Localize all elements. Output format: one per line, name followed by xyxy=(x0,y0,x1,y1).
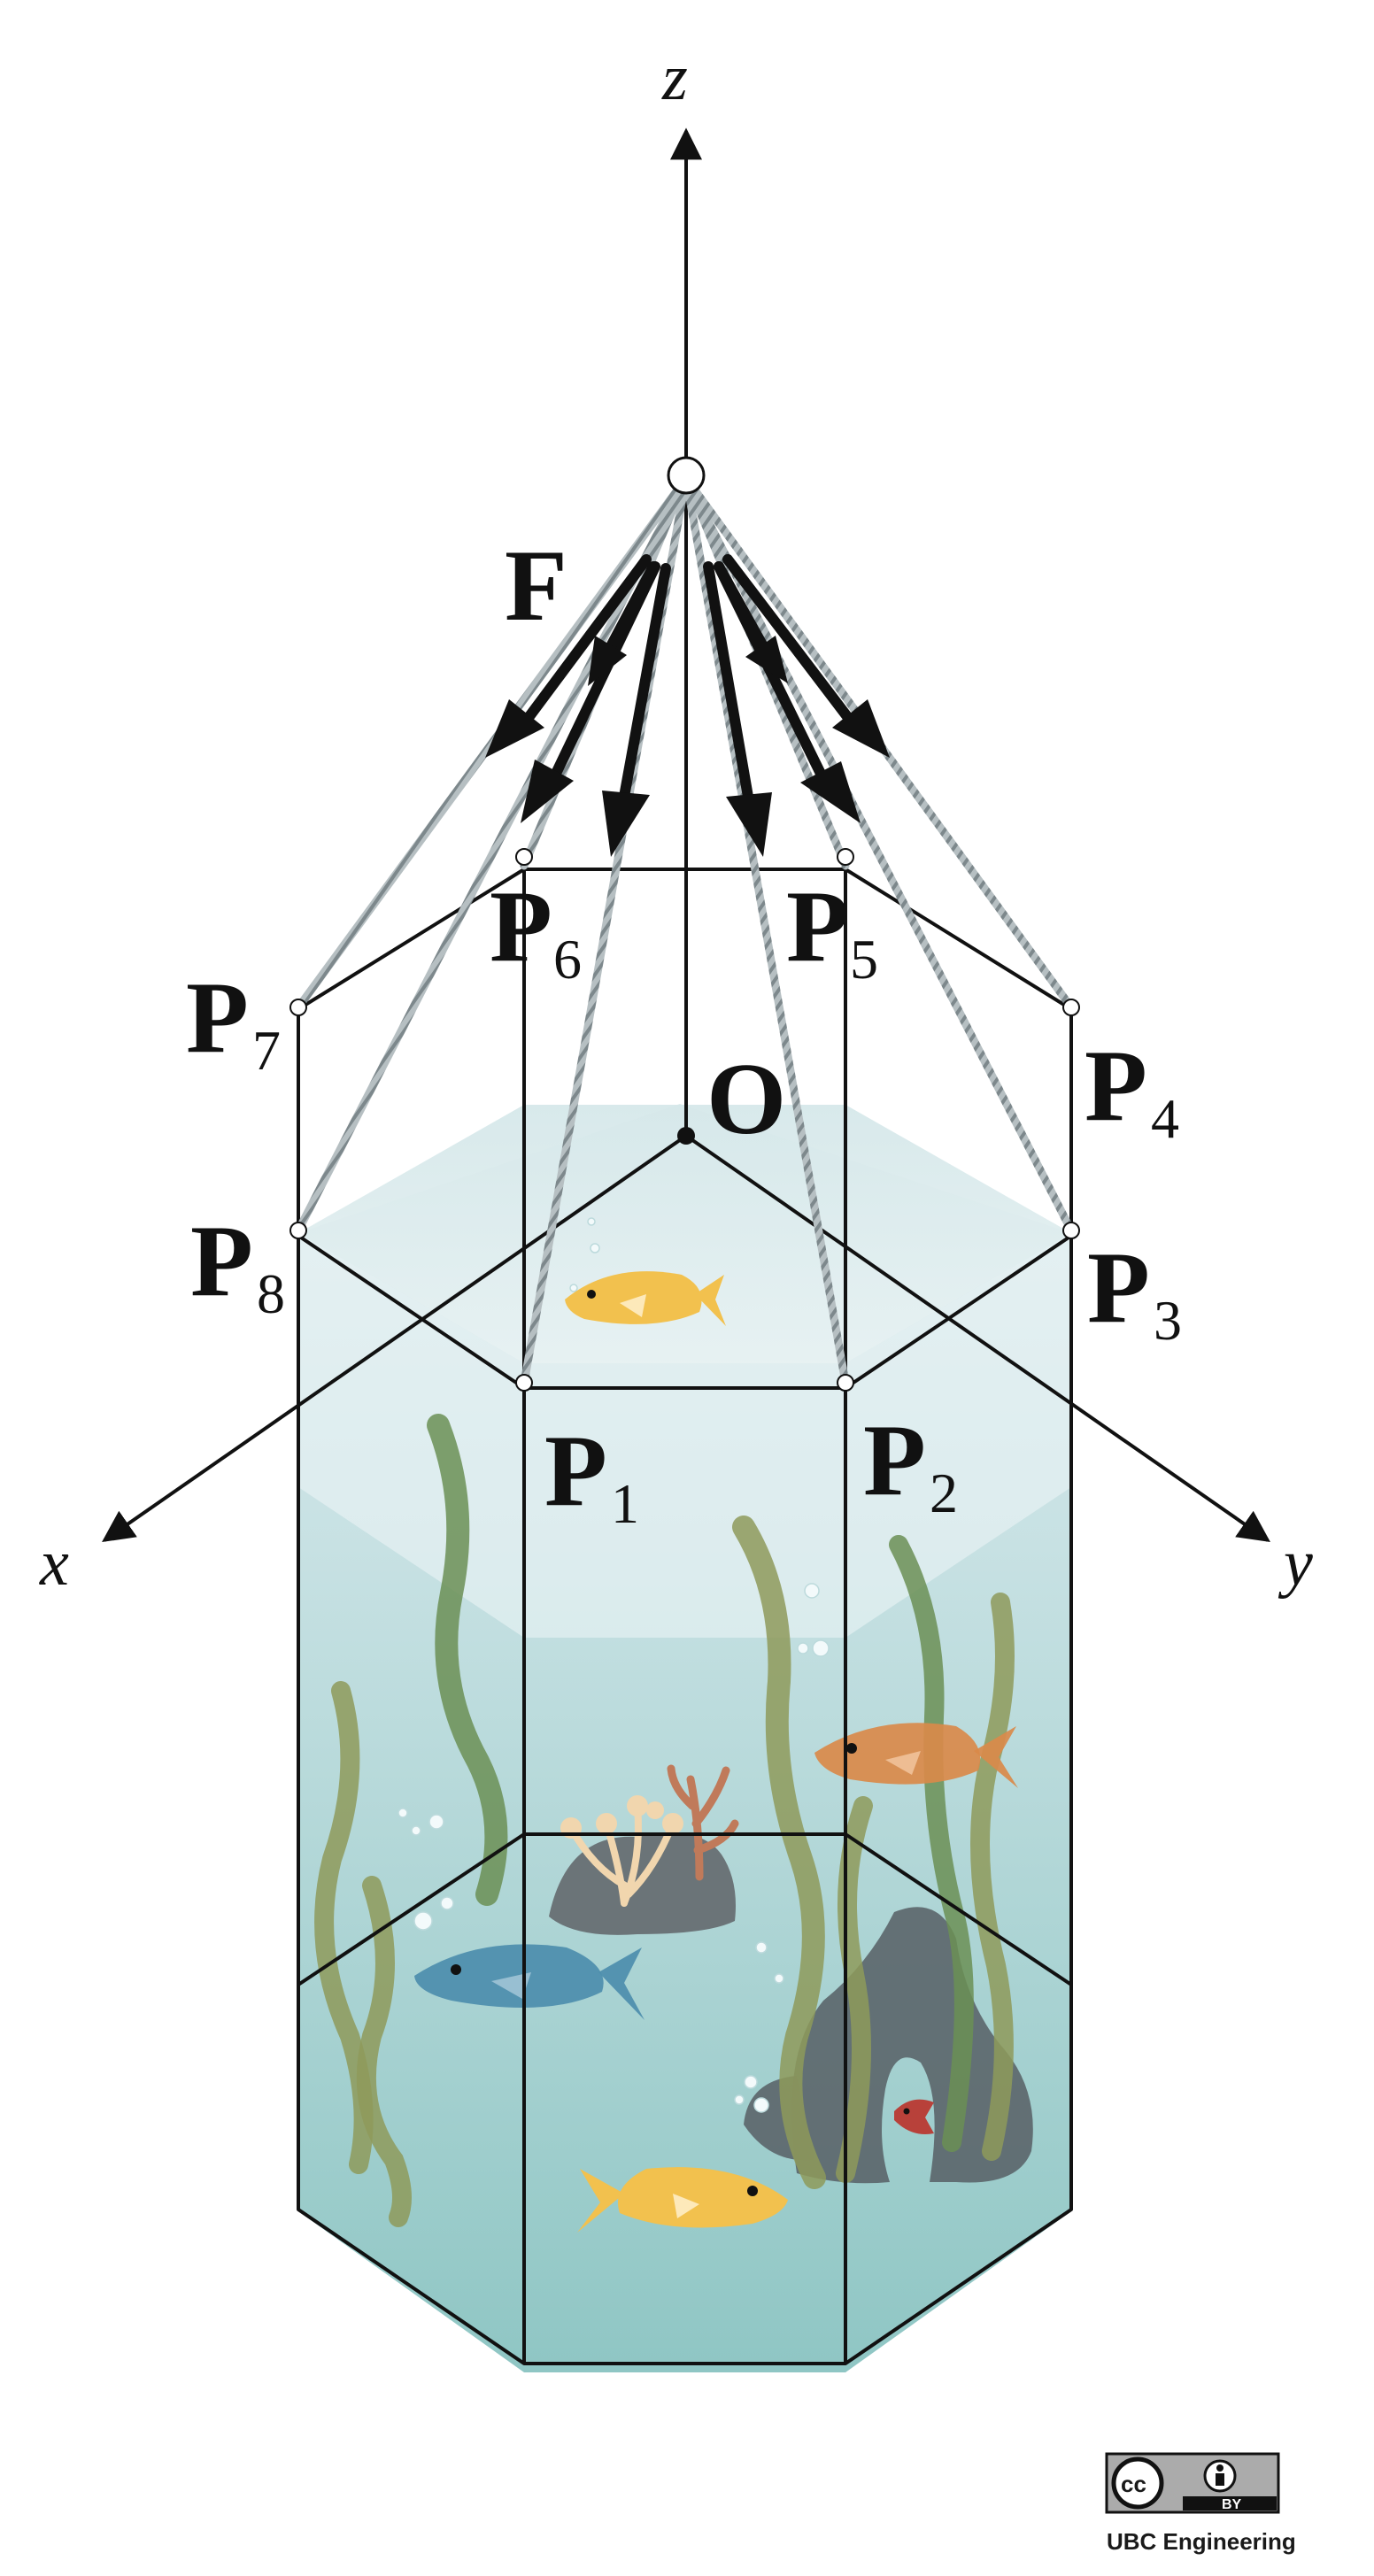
cc-icon xyxy=(1111,2456,1164,2510)
water-upper-band xyxy=(298,1233,1071,1638)
svg-text:P: P xyxy=(190,1205,253,1318)
origin-label: O xyxy=(706,1043,786,1156)
fish-yellow-top xyxy=(565,1271,726,1326)
svg-text:4: 4 xyxy=(1151,1087,1179,1150)
prism-edges xyxy=(297,868,1073,2365)
svg-text:P: P xyxy=(186,961,249,1075)
svg-text:P: P xyxy=(490,870,552,983)
svg-text:1: 1 xyxy=(611,1472,639,1535)
force-arrows xyxy=(517,554,860,802)
x-axis xyxy=(102,1134,688,1543)
svg-text:P: P xyxy=(1087,1231,1150,1345)
x-axis-label: x xyxy=(39,1527,69,1600)
aquarium-decor xyxy=(314,1217,1033,2233)
svg-text:3: 3 xyxy=(1154,1289,1182,1352)
axes xyxy=(102,127,1270,1543)
origin-point xyxy=(677,1127,695,1145)
bubbles xyxy=(398,1217,830,2113)
svg-text:6: 6 xyxy=(553,928,582,991)
z-axis-label: z xyxy=(661,42,688,114)
anchor-rings xyxy=(289,848,1080,1392)
svg-text:2: 2 xyxy=(930,1462,958,1524)
point-label-p6: P 6 xyxy=(490,870,582,991)
svg-text:O: O xyxy=(706,1043,786,1156)
point-label-p5: P 5 xyxy=(786,870,878,991)
fish-yellow-bottom xyxy=(577,2167,788,2233)
point-label-p1: P 1 xyxy=(544,1415,639,1535)
point-label-p8: P 8 xyxy=(190,1205,285,1325)
fish-blue xyxy=(414,1944,645,2020)
svg-text:5: 5 xyxy=(850,928,878,991)
point-label-p3: P 3 xyxy=(1087,1231,1182,1352)
svg-text:P: P xyxy=(1085,1030,1147,1143)
coral-red xyxy=(667,1764,739,1881)
y-axis xyxy=(684,1134,1270,1543)
svg-text:7: 7 xyxy=(252,1019,281,1082)
point-label-p7: P 7 xyxy=(186,961,281,1082)
point-label-p4: P 4 xyxy=(1085,1030,1179,1150)
fish-orange xyxy=(814,1723,1018,1788)
svg-text:8: 8 xyxy=(257,1262,285,1325)
point-label-p2: P 2 xyxy=(863,1404,958,1524)
svg-text:cc: cc xyxy=(1121,2471,1146,2497)
water-body xyxy=(298,1104,1071,2372)
license-badge: cc BY UBC Engineering xyxy=(1105,2452,1296,2555)
water-surface xyxy=(298,1105,1071,1363)
svg-text:P: P xyxy=(863,1404,926,1517)
seaweed xyxy=(314,1414,1015,2227)
svg-text:BY: BY xyxy=(1222,2497,1242,2512)
hook-ring xyxy=(667,456,706,495)
credit-text: UBC Engineering xyxy=(1107,2528,1296,2555)
svg-text:P: P xyxy=(544,1415,607,1528)
force-label: F xyxy=(505,529,567,643)
svg-text:P: P xyxy=(786,870,849,983)
y-axis-label: y xyxy=(1278,1527,1313,1600)
force-arrowheads xyxy=(485,636,890,857)
fish-red-small xyxy=(894,2099,934,2134)
